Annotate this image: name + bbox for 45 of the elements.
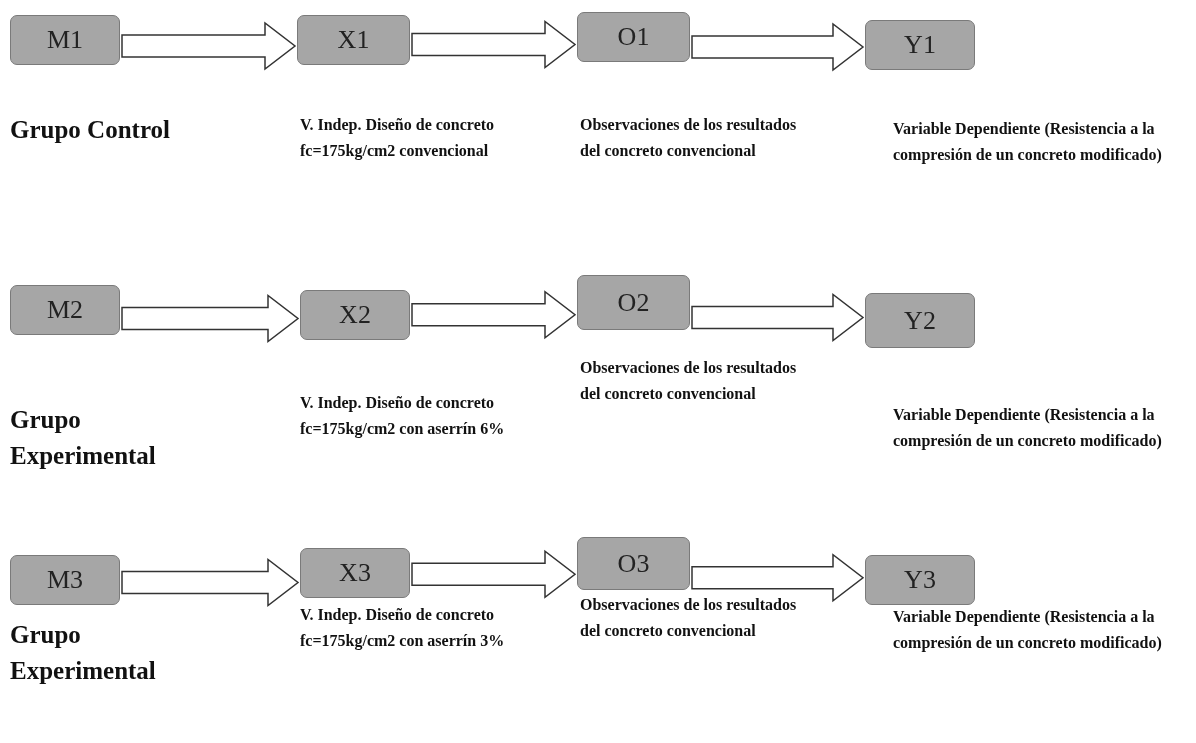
box-label: M1 — [46, 25, 84, 55]
process-box — [577, 537, 690, 590]
block-arrow — [121, 21, 297, 71]
process-box — [10, 555, 120, 605]
process-box — [10, 285, 120, 335]
node-caption: Observaciones de los resultados del concreto convencional — [580, 595, 798, 641]
group-label: Grupo Experimental — [10, 620, 157, 686]
process-box — [300, 290, 410, 340]
block-arrow — [411, 549, 577, 599]
process-box — [577, 275, 690, 330]
node-caption: V. Indep. Diseño de concreto fc=175kg/cm2 convencional — [300, 115, 496, 162]
group-label: Grupo Control — [10, 115, 171, 145]
box-label: Y2 — [904, 305, 936, 336]
block-arrow — [411, 290, 577, 340]
block-arrow — [121, 557, 300, 608]
box-label: M3 — [46, 565, 84, 595]
block-arrow — [121, 293, 300, 344]
box-label: O3 — [617, 548, 650, 579]
node-caption: V. Indep. Diseño de concreto fc=175kg/cm2 con aserrín 3% — [300, 605, 506, 652]
group-label: Grupo Experimental — [10, 405, 157, 471]
node-caption: Variable Dependiente (Resistencia a la compresión de un concreto modificado) — [893, 405, 1163, 452]
node-caption: V. Indep. Diseño de concreto fc=175kg/cm2 con aserrín 6% — [300, 393, 506, 440]
process-box — [577, 12, 690, 62]
process-box — [865, 293, 975, 348]
block-arrow — [411, 19, 577, 70]
box-label: Y1 — [904, 30, 936, 60]
node-caption: Variable Dependiente (Resistencia a la compresión de un concreto modificado) — [893, 607, 1163, 654]
box-label: Y3 — [904, 565, 936, 595]
box-label: O2 — [617, 287, 650, 318]
process-box — [865, 20, 975, 70]
box-label: X1 — [337, 25, 370, 55]
process-box — [297, 15, 410, 65]
node-caption: Observaciones de los resultados del concreto convencional — [580, 358, 798, 404]
block-arrow — [691, 22, 865, 72]
block-arrow — [691, 553, 865, 603]
block-arrow — [691, 292, 865, 343]
process-box — [865, 555, 975, 605]
process-box — [300, 548, 410, 598]
process-box — [10, 15, 120, 65]
node-caption: Variable Dependiente (Resistencia a la compresión de un concreto modificado) — [893, 119, 1163, 166]
node-caption: Observaciones de los resultados del concreto convencional — [580, 115, 798, 161]
box-label: X3 — [339, 558, 371, 588]
box-label: X2 — [339, 300, 371, 330]
box-label: O1 — [617, 22, 650, 52]
box-label: M2 — [46, 295, 84, 325]
